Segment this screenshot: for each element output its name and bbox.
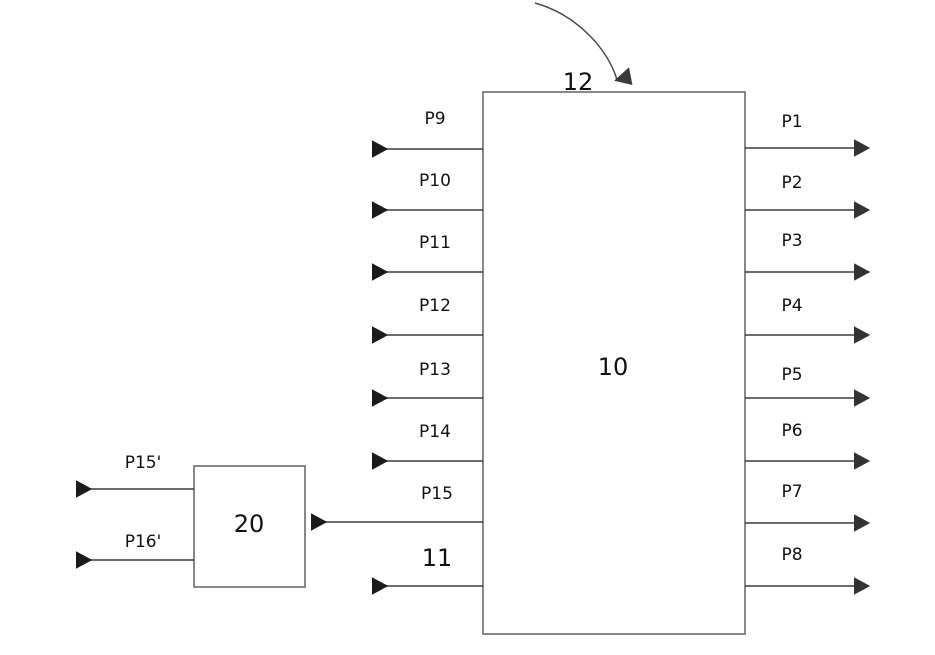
- port-label-p15-prime: P15': [124, 453, 162, 473]
- port-label-p15: P15: [421, 484, 453, 504]
- port-label-p11: P11: [419, 233, 451, 253]
- callout-arrow-12-path: [534, 2, 633, 85]
- port-label-p16-prime: P16': [124, 532, 162, 552]
- port-label-p12: P12: [419, 296, 451, 316]
- port-label-p5: P5: [781, 365, 803, 385]
- port-label-p10: P10: [419, 171, 451, 191]
- port-label-p6: P6: [781, 421, 803, 441]
- right-ports-layer: [745, 139, 871, 595]
- callout-layer: [534, 2, 633, 85]
- secondary-outputs-layer: [75, 480, 194, 569]
- port-label-p13: P13: [419, 360, 451, 380]
- secondary-block-rect: [193, 465, 306, 588]
- port-label-p3: P3: [781, 231, 803, 251]
- port-label-p9: P9: [424, 109, 446, 129]
- secondary-block-label: 20: [233, 510, 265, 538]
- port-label-p8: P8: [781, 545, 803, 565]
- port-label-p7: P7: [781, 482, 803, 502]
- port-label-p4: P4: [781, 296, 803, 316]
- reference-label-11: 11: [421, 544, 453, 572]
- main-block-rect: [482, 91, 746, 635]
- port-label-p1: P1: [781, 112, 803, 132]
- blocks-layer: [193, 91, 746, 635]
- main-block-label: 10: [597, 353, 629, 381]
- port-label-p14: P14: [419, 422, 451, 442]
- left-ports-layer: [311, 140, 483, 595]
- port-label-p2: P2: [781, 173, 803, 193]
- reference-label-12: 12: [562, 68, 594, 96]
